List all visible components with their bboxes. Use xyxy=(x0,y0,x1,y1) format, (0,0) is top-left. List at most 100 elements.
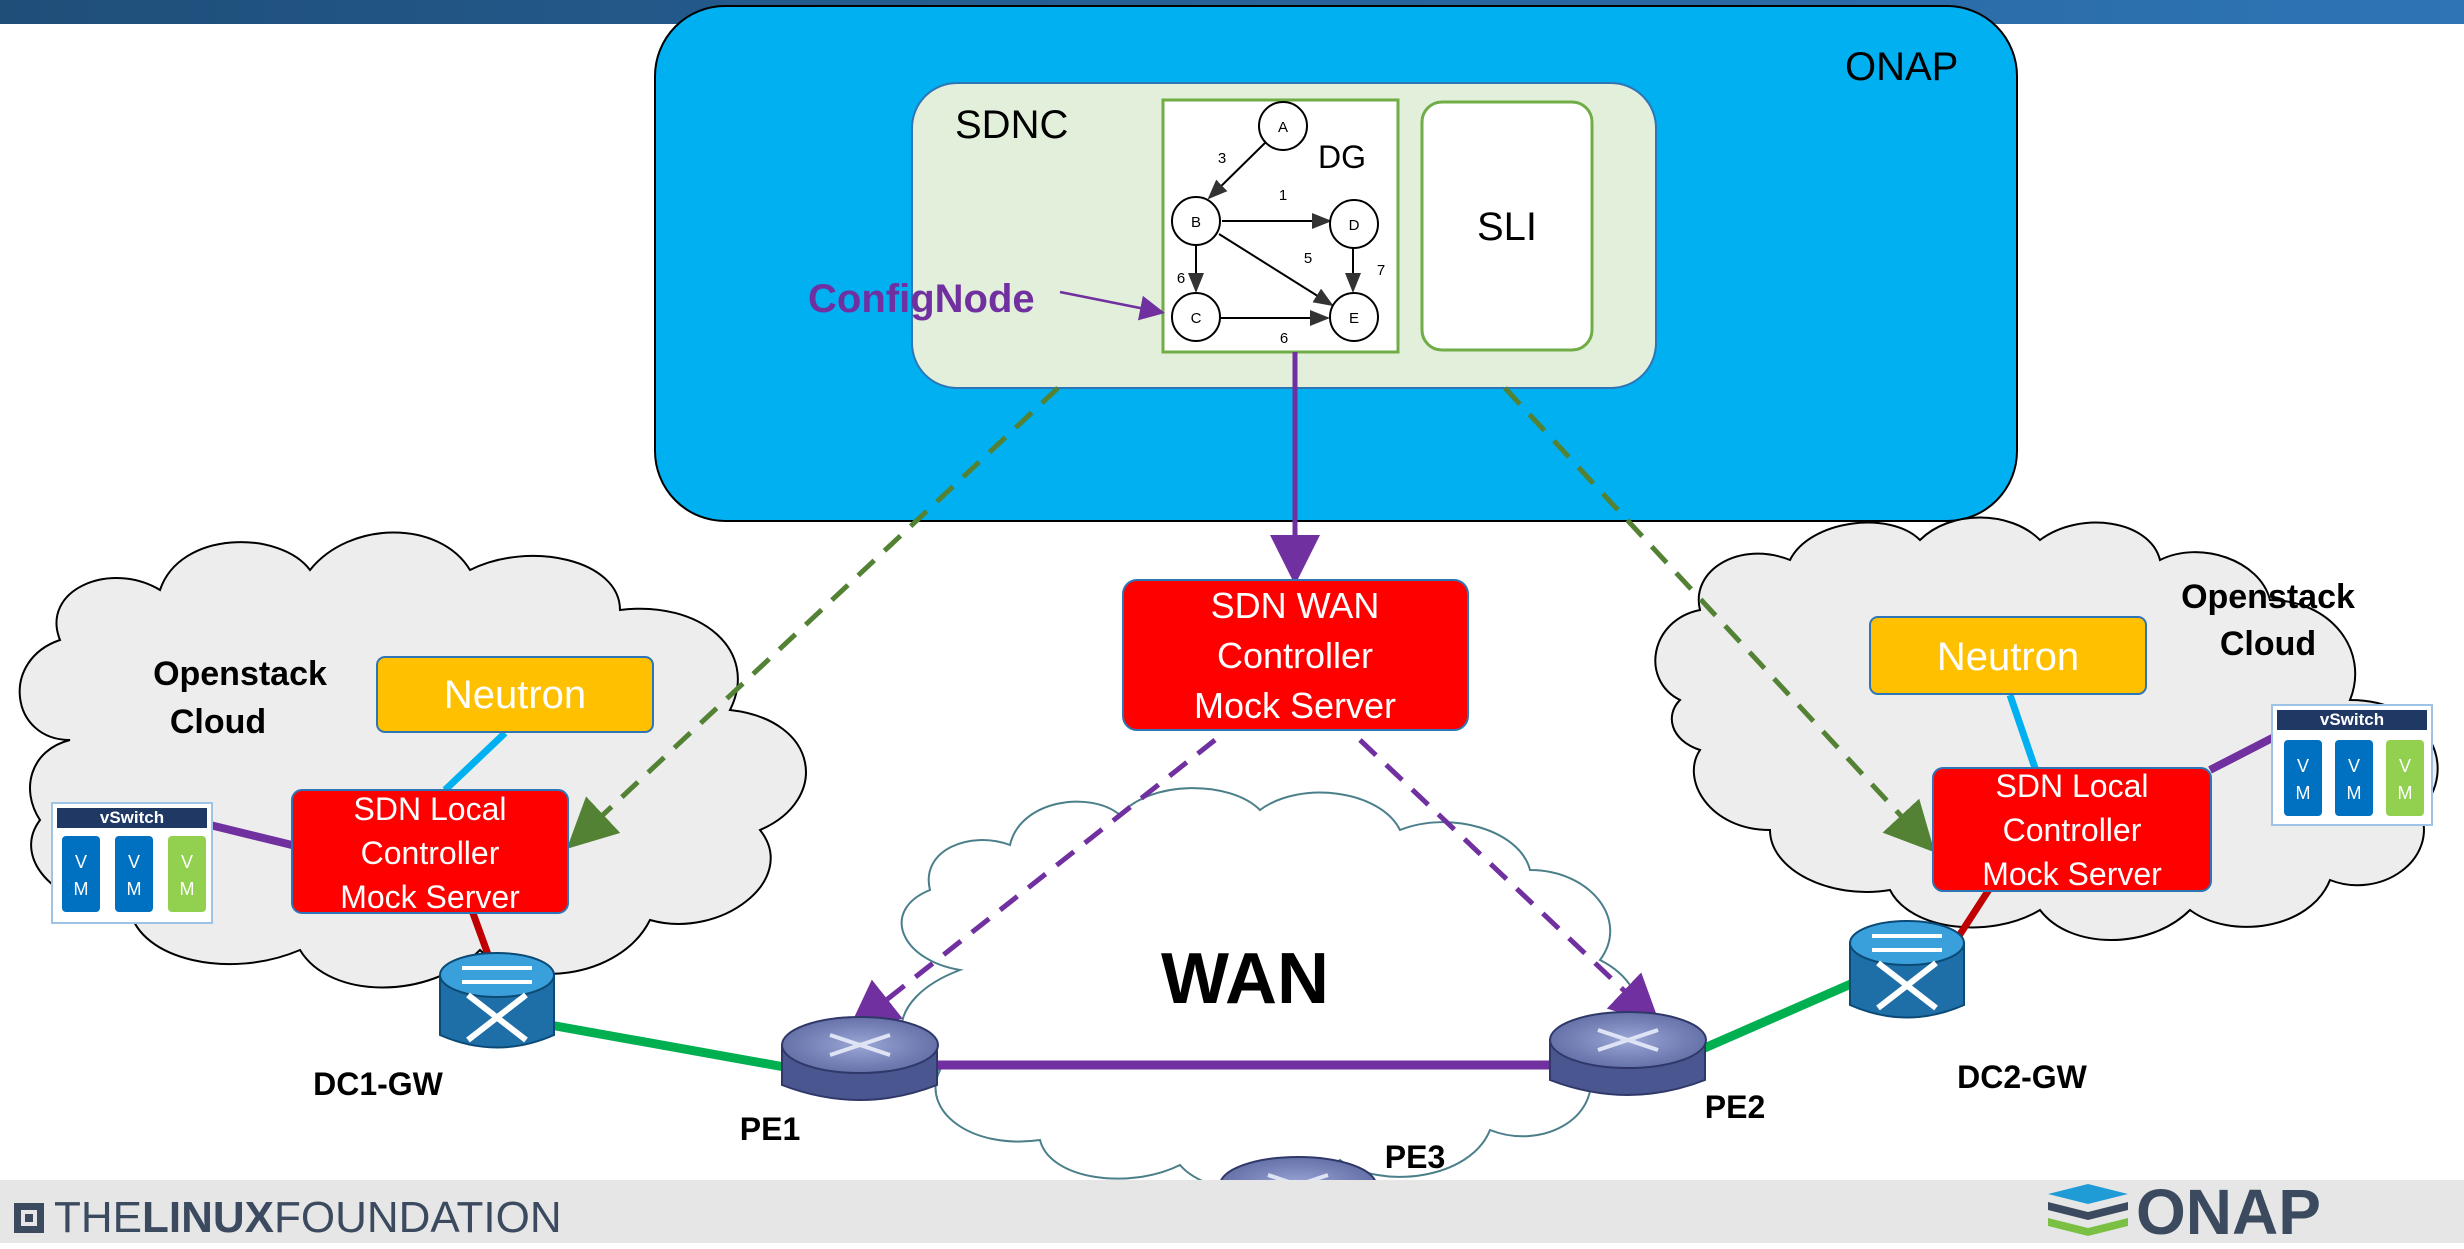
left-controller-line: Controller xyxy=(361,835,500,871)
right-cloud-title-line: Openstack xyxy=(2181,578,2355,616)
svg-text:D: D xyxy=(1349,217,1360,234)
dg-edge-label: 3 xyxy=(1218,150,1226,167)
sli-label: SLI xyxy=(1477,205,1537,249)
right-vswitch-label: vSwitch xyxy=(2320,710,2384,729)
wan-controller-line: Controller xyxy=(1217,635,1373,676)
lf-the-text: THE xyxy=(54,1193,142,1242)
pe3-label: PE3 xyxy=(1385,1139,1445,1175)
wan-controller-box xyxy=(1122,579,1469,731)
left-vswitch-controller-link xyxy=(209,821,293,849)
right-controller-line: Mock Server xyxy=(1982,856,2162,892)
svg-text:M: M xyxy=(180,879,195,899)
left-neutron-controller-link xyxy=(442,730,508,793)
onap-logo: ONAP xyxy=(2048,1176,2321,1248)
dg-node-e: E xyxy=(1329,292,1379,342)
pe1-label: PE1 xyxy=(740,1111,800,1147)
left-neutron-box xyxy=(376,656,654,733)
left-controller-line: Mock Server xyxy=(340,879,520,915)
right-vswitch-group: vSwitch V M V M V M xyxy=(2271,704,2433,826)
onap-logo-mark-icon xyxy=(2048,1183,2128,1236)
dg-node-a: A xyxy=(1258,101,1308,151)
dc1gw-pe1-link xyxy=(549,1020,791,1073)
svg-text:V: V xyxy=(75,852,87,872)
right-controller-line: Controller xyxy=(2003,812,2142,848)
pe2-router-icon xyxy=(1549,1011,1707,1096)
left-vswitch-header xyxy=(57,808,207,828)
left-controller-gw-link xyxy=(466,903,494,962)
footer-bar xyxy=(0,1180,2464,1243)
left-neutron-label: Neutron xyxy=(444,673,586,717)
dg-edge-label: 6 xyxy=(1177,270,1185,287)
sdnc-to-right-controller-dashed-link xyxy=(1503,386,1935,853)
svg-text:C: C xyxy=(1191,310,1202,327)
svg-text:V: V xyxy=(181,852,193,872)
dg-edge-label: 7 xyxy=(1377,262,1385,279)
right-controller-gw-link xyxy=(1952,886,1993,944)
right-local-controller-box xyxy=(1932,767,2212,892)
lf-foundation-text: FOUNDATION xyxy=(274,1193,562,1242)
lf-linux-text: LINUX xyxy=(142,1193,274,1242)
svg-text:M: M xyxy=(2398,783,2413,803)
dg-edge-label: 5 xyxy=(1304,250,1312,267)
svg-text:V: V xyxy=(2399,756,2411,776)
svg-text:V: V xyxy=(2297,756,2309,776)
svg-text:V: V xyxy=(128,852,140,872)
left-vswitch-group: vSwitch V M V M V M xyxy=(51,802,213,924)
wan-controller-to-pe1-dashed-link xyxy=(848,738,1217,1031)
right-vswitch-controller-link xyxy=(2208,729,2284,774)
svg-text:M: M xyxy=(127,879,142,899)
pe2-label: PE2 xyxy=(1705,1089,1765,1125)
svg-text:B: B xyxy=(1191,214,1201,231)
wan-label: WAN xyxy=(1161,939,1329,1019)
left-local-controller-box xyxy=(291,789,569,914)
config-node-arrow xyxy=(1059,290,1165,321)
sdnc-to-left-controller-dashed-link xyxy=(566,386,1060,849)
wan-controller-to-pe2-dashed-link xyxy=(1358,738,1661,1025)
dc2-gw-label: DC2-GW xyxy=(1957,1059,2088,1095)
left-cloud-title-line: Cloud xyxy=(170,703,266,741)
vm-icon xyxy=(115,836,153,912)
dg-edge-b-e xyxy=(1218,233,1334,307)
linux-foundation-logo: THE LINUX FOUNDATION xyxy=(14,1192,562,1244)
pe2-dc2gw-link xyxy=(1698,975,1862,1055)
dg-node-b: B xyxy=(1171,196,1221,246)
svg-text:A: A xyxy=(1278,119,1288,136)
dc1-gw-switch-icon xyxy=(439,952,555,1049)
right-neutron-controller-link xyxy=(2006,693,2039,770)
config-node-label: ConfigNode xyxy=(808,277,1035,321)
sdnc-label: SDNC xyxy=(955,103,1068,147)
right-neutron-box xyxy=(1869,616,2147,695)
svg-text:M: M xyxy=(2296,783,2311,803)
onap-label: ONAP xyxy=(1845,45,1958,89)
dc2-gw-switch-icon xyxy=(1849,920,1965,1019)
dg-node-c: C xyxy=(1171,292,1221,342)
svg-text:E: E xyxy=(1349,310,1359,327)
left-cloud-shape xyxy=(18,531,807,989)
dg-label: DG xyxy=(1318,139,1366,175)
right-vswitch-header xyxy=(2277,710,2427,730)
vm-icon xyxy=(62,836,100,912)
dg-edge-label: 6 xyxy=(1280,330,1288,347)
left-controller-line: SDN Local xyxy=(354,791,507,827)
dg-node-d: D xyxy=(1329,199,1379,249)
linux-foundation-mark-icon xyxy=(14,1203,44,1233)
right-neutron-label: Neutron xyxy=(1937,635,2079,679)
wan-controller-line: SDN WAN xyxy=(1211,585,1380,626)
dc1-gw-label: DC1-GW xyxy=(313,1066,444,1102)
svg-text:M: M xyxy=(2347,783,2362,803)
left-vswitch-label: vSwitch xyxy=(100,808,164,827)
vm-icon xyxy=(168,836,206,912)
dg-edge-a-b xyxy=(1207,139,1269,200)
right-controller-line: SDN Local xyxy=(1996,768,2149,804)
vm-icon xyxy=(2386,740,2424,816)
vm-icon xyxy=(2284,740,2322,816)
vm-icon xyxy=(2335,740,2373,816)
dg-edge-label: 1 xyxy=(1279,187,1287,204)
sli-box xyxy=(1420,100,1594,352)
left-cloud-title-line: Openstack xyxy=(153,655,327,693)
right-cloud-title-line: Cloud xyxy=(2220,625,2316,663)
wan-controller-line: Mock Server xyxy=(1194,685,1396,726)
onap-logo-text: ONAP xyxy=(2136,1175,2321,1248)
